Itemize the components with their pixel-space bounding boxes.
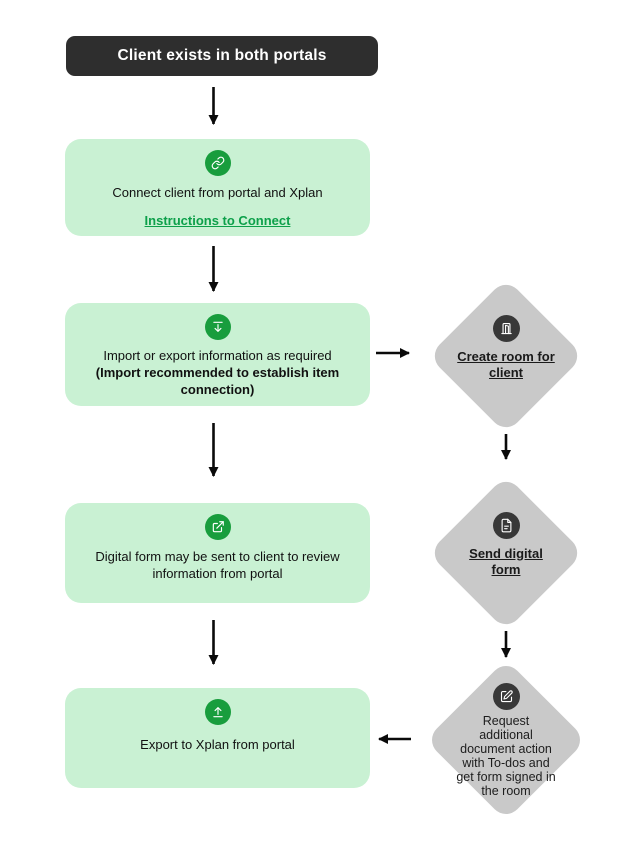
step-import-export-text: Import or export information as required — [103, 348, 332, 363]
document-icon — [492, 511, 520, 539]
diamond-send-digital-form: Send digital form — [428, 475, 584, 631]
step-connect-text: Connect client from portal and Xplan — [112, 185, 323, 200]
diamond-request-document-action: Request additional document action with … — [425, 659, 587, 821]
send-digital-form-link[interactable]: Send digital form — [469, 545, 543, 577]
start-node: Client exists in both portals — [66, 36, 378, 76]
step-export-xplan-text: Export to Xplan from portal — [140, 737, 295, 752]
door-room-icon — [492, 314, 520, 342]
instructions-to-connect-link[interactable]: Instructions to Connect — [144, 212, 291, 228]
step-import-export-note: (Import recommended to establish item co… — [95, 364, 340, 397]
upload-icon — [204, 699, 231, 725]
edit-document-icon — [492, 682, 520, 710]
link-icon — [204, 150, 231, 176]
step-digital-form: Digital form may be sent to client to re… — [65, 503, 370, 603]
step-import-export: Import or export information as required… — [65, 303, 370, 406]
request-document-action-label: Request additional document action with … — [456, 713, 556, 798]
start-node-label: Client exists in both portals — [117, 47, 327, 64]
diamond-create-room: Create room for client — [428, 278, 584, 434]
step-digital-form-text: Digital form may be sent to client to re… — [95, 549, 340, 581]
step-export-xplan: Export to Xplan from portal — [65, 688, 370, 788]
create-room-link[interactable]: Create room for client — [457, 348, 555, 380]
import-icon — [204, 314, 231, 340]
share-export-icon — [204, 514, 231, 540]
step-connect-client: Connect client from portal and Xplan Ins… — [65, 139, 370, 236]
